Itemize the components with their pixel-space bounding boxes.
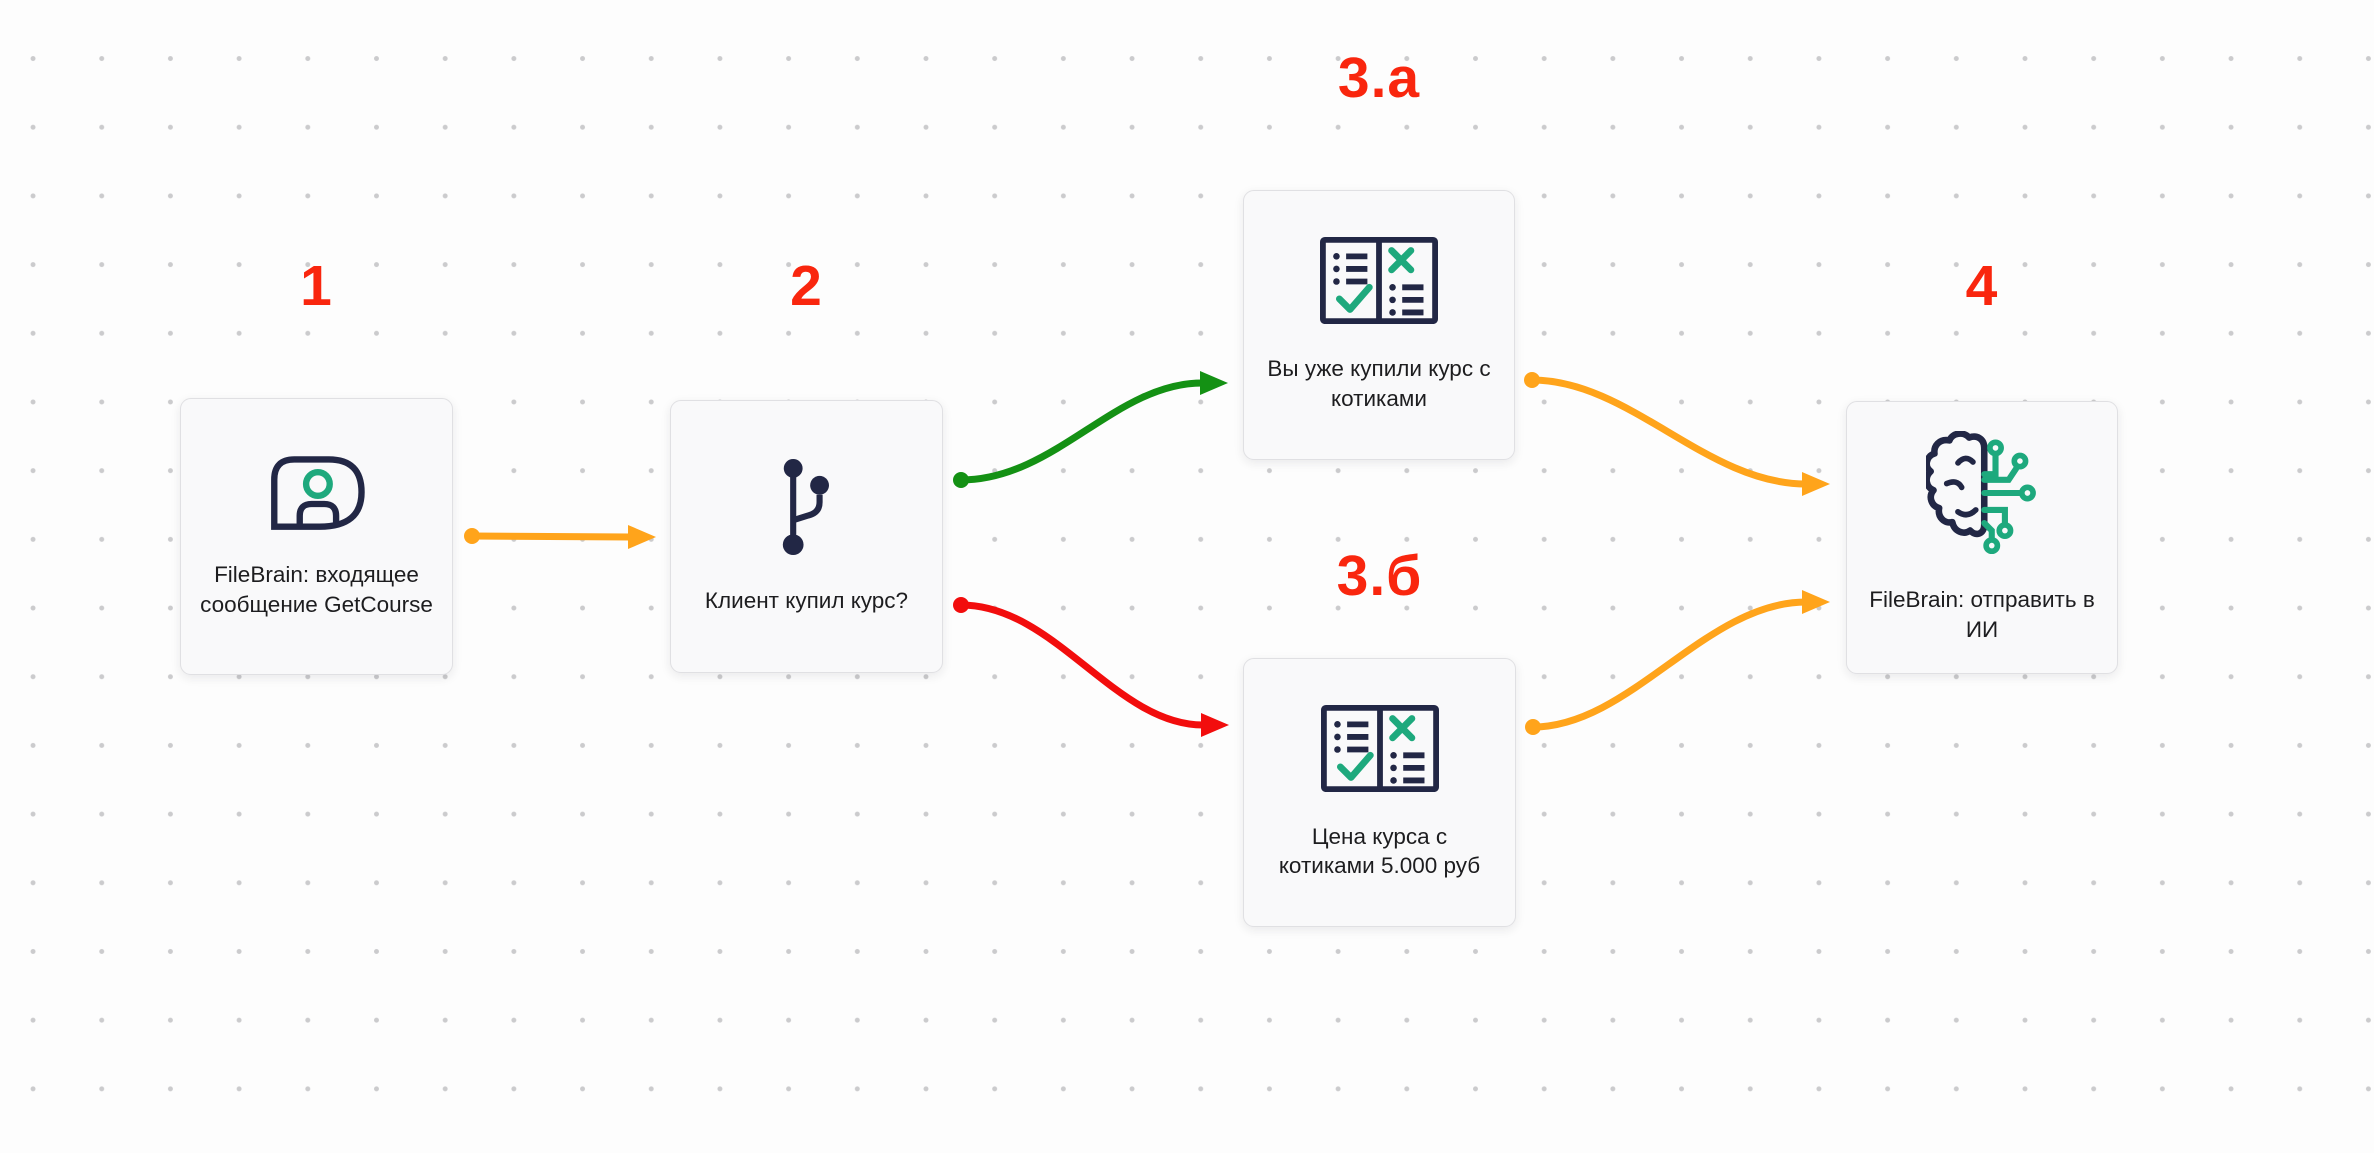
edge-arrowhead [628, 525, 656, 549]
edge-line [1529, 598, 1810, 731]
edge-node2-node3a[interactable] [953, 371, 1228, 488]
node-label: Клиент купил курс? [704, 587, 909, 613]
chat-person-icon [270, 456, 365, 530]
edge-arrowhead [1802, 472, 1830, 496]
step-number-3a: 3.а [1337, 46, 1421, 110]
git-branch-icon [782, 458, 830, 555]
edge-source-connector [464, 528, 480, 544]
edge-line [957, 601, 1207, 729]
edge-arrowhead [1201, 713, 1229, 737]
node-message-already-bought[interactable]: Вы уже купили курс с котиками [1243, 190, 1515, 460]
edge-source-connector [1525, 719, 1541, 735]
node-label: FileBrain: отправить в ИИ [1869, 587, 2095, 642]
checklist-book-icon [1320, 237, 1438, 325]
edge-node2-node3b[interactable] [953, 597, 1229, 737]
step-number-4: 4 [1965, 254, 1999, 318]
edge-node1-node2[interactable] [464, 525, 656, 549]
step-number-3b: 3.б [1336, 544, 1423, 608]
edge-node3b-node4[interactable] [1525, 590, 1830, 735]
step-number-1: 1 [300, 254, 333, 318]
node-condition-client-bought-course[interactable]: Клиент купил курс? [670, 400, 943, 673]
node-filebrain-send-to-ai[interactable]: FileBrain: отправить в ИИ [1846, 401, 2118, 674]
edge-arrowhead [1200, 371, 1228, 395]
checklist-book-icon [1320, 704, 1439, 792]
step-number-2: 2 [790, 254, 823, 318]
brain-circuit-icon [1925, 431, 2036, 555]
edge-line [957, 379, 1206, 484]
node-label: Цена курса с котиками 5.000 руб [1278, 823, 1481, 879]
edge-line [1528, 376, 1810, 488]
edge-line [468, 532, 634, 541]
edge-source-connector [953, 597, 969, 613]
node-message-course-price[interactable]: Цена курса с котиками 5.000 руб [1243, 658, 1516, 927]
node-label: Вы уже купили курс с котиками [1267, 356, 1491, 411]
node-filebrain-incoming-message[interactable]: FileBrain: входящее сообщение GetCourse [180, 398, 453, 675]
edge-source-connector [953, 472, 969, 488]
node-label: FileBrain: входящее сообщение GetCourse [200, 562, 433, 617]
edge-arrowhead [1802, 590, 1830, 614]
edge-source-connector [1524, 372, 1540, 388]
edge-node3a-node4[interactable] [1524, 372, 1830, 496]
